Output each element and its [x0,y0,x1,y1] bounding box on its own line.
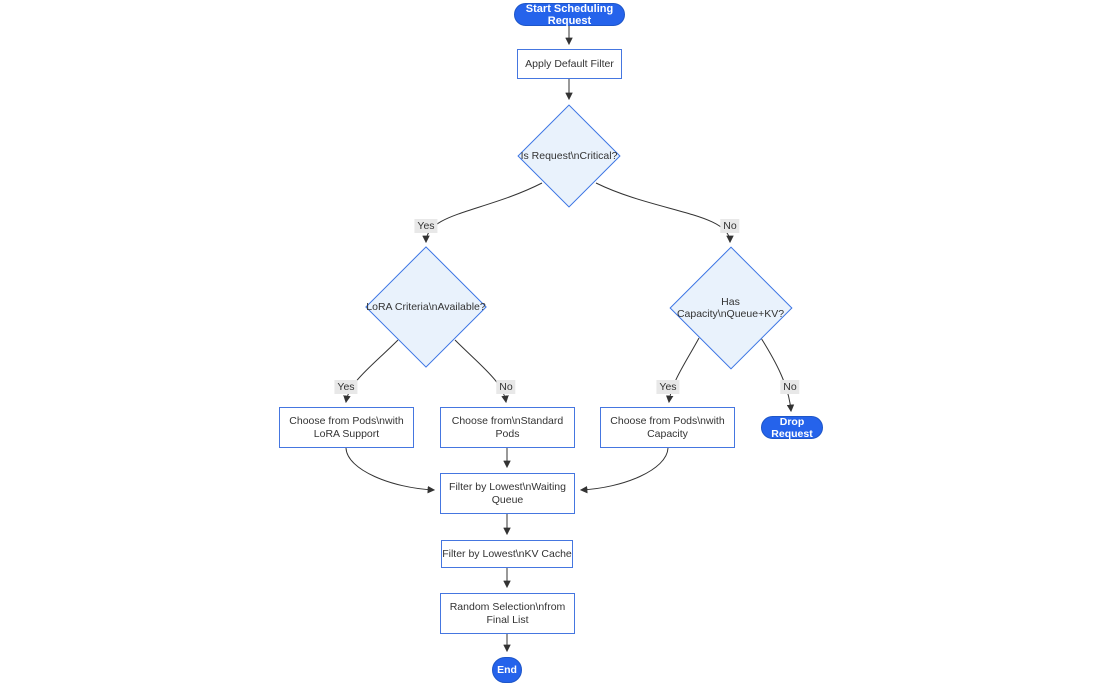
node-has-capacity-queue-kv: Has Capacity\nQueue+KV? [668,245,793,370]
node-is-request-critical: Is Request\nCritical? [517,104,621,208]
node-label: LoRA Support [313,427,380,440]
node-label: Filter by Lowest\nKV Cache [442,547,572,560]
node-label: Final List [486,613,529,626]
node-label: Pods [495,427,520,440]
node-start-scheduling-request: Start Scheduling Request [514,3,625,27]
edge-lora-yes-to-choose-lora [343,339,399,404]
edge-lora-no-to-choose-standard [454,339,509,404]
edge-capacity-yes-to-choose-capacity [665,337,700,404]
node-label: Choose from\nStandard [451,414,564,427]
node-label: Choose from Pods\nwith [289,414,404,427]
node-label: Has Capacity\nQueue+KV? [676,295,785,320]
node-choose-pods-capacity: Choose from Pods\nwith Capacity [600,407,735,448]
node-label: LoRA Criteria\nAvailable? [366,301,486,313]
node-random-selection-final-list: Random Selection\nfrom Final List [440,593,575,634]
edge-capacity-no-to-drop [760,337,795,413]
node-filter-lowest-kv-cache: Filter by Lowest\nKV Cache [441,540,573,568]
node-label: Queue [491,493,524,506]
node-label: Choose from Pods\nwith [610,414,725,427]
node-lora-criteria-available: LoRA Criteria\nAvailable? [365,246,487,368]
node-apply-default-filter: Apply Default Filter [517,49,622,79]
node-label: Random Selection\nfrom [449,600,566,613]
edge-critical-yes-to-lora [422,182,543,244]
node-end: End [492,657,522,683]
node-choose-pods-lora-support: Choose from Pods\nwith LoRA Support [279,407,414,448]
edge-label-capacity-yes: Yes [656,380,680,394]
node-label: Apply Default Filter [525,57,614,70]
edge-label-critical-no: No [720,219,740,233]
node-filter-lowest-waiting-queue: Filter by Lowest\nWaiting Queue [440,473,575,514]
node-label: Capacity [647,427,688,440]
edge-label-lora-no: No [496,380,516,394]
edge-choose-capacity-to-filter-waiting [579,447,669,494]
edge-label-lora-yes: Yes [334,380,358,394]
node-choose-standard-pods: Choose from\nStandard Pods [440,407,575,448]
node-drop-request: Drop Request [761,416,823,440]
edge-label-critical-yes: Yes [414,219,438,233]
edge-choose-lora-to-filter-waiting [345,447,436,494]
node-label: Is Request\nCritical? [520,150,618,162]
node-label: Filter by Lowest\nWaiting [449,480,566,493]
edge-label-capacity-no: No [780,380,800,394]
